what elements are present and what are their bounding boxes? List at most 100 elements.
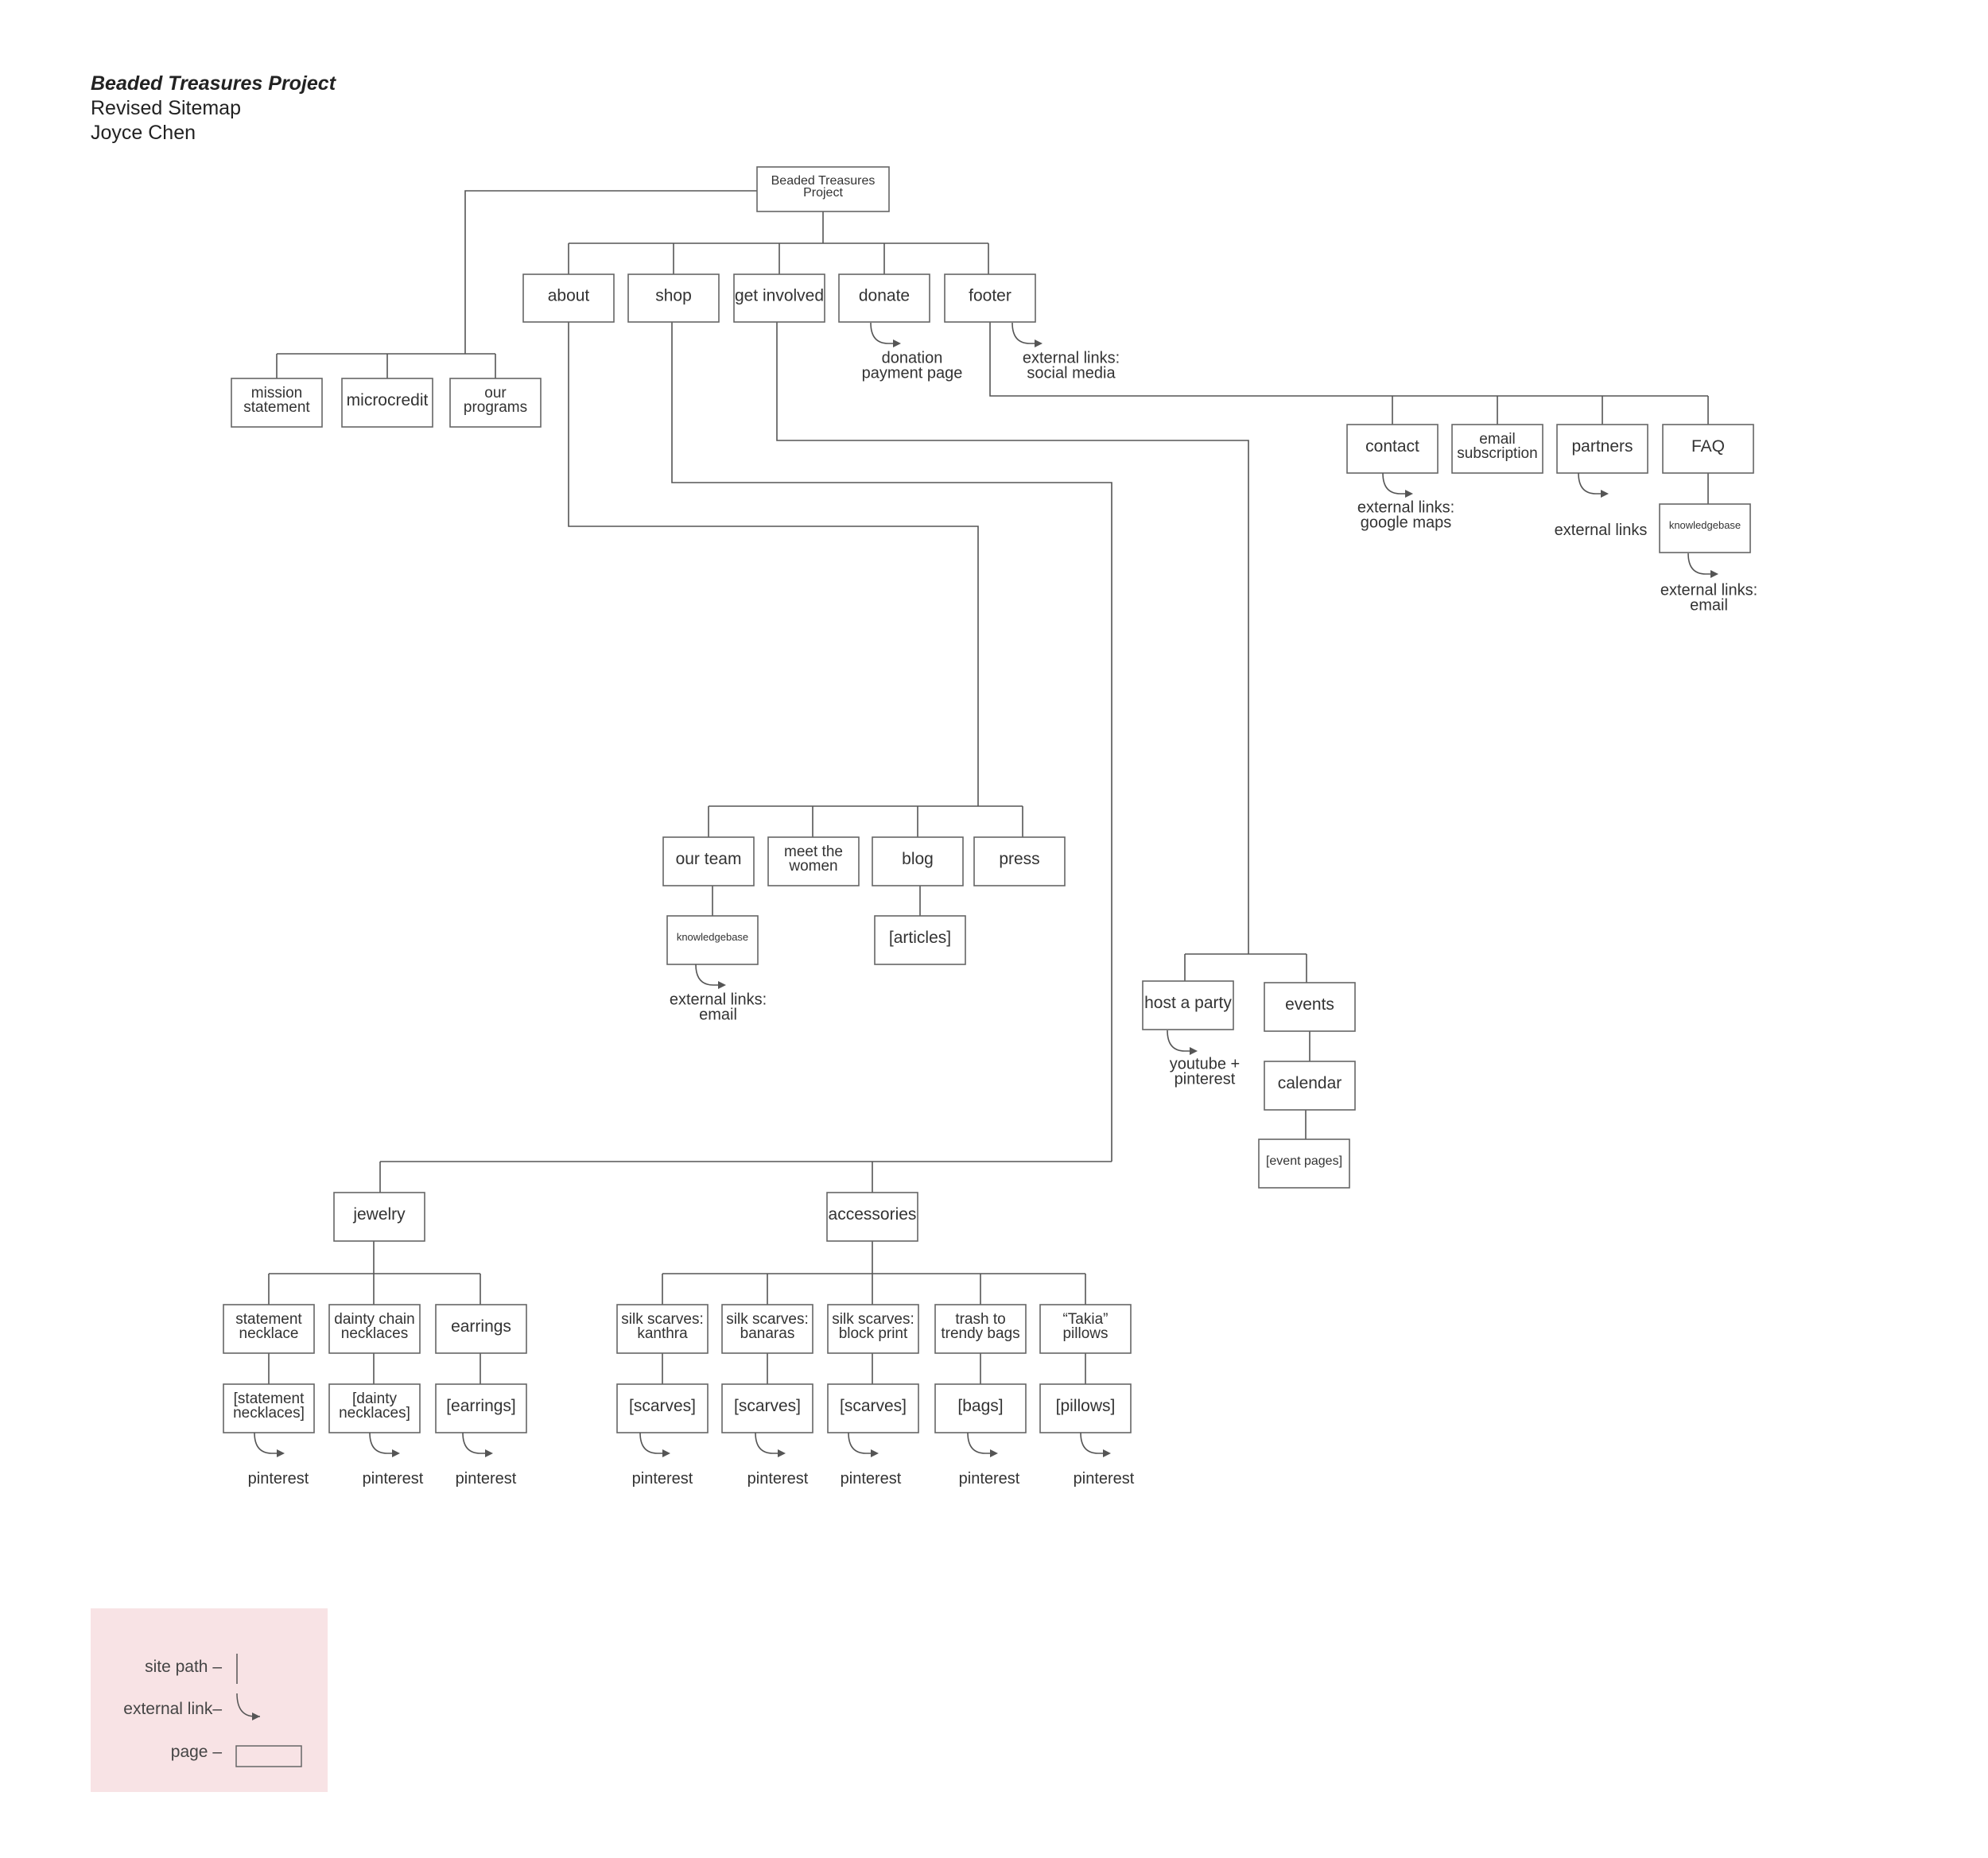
page-label-line: [dainty bbox=[352, 1391, 397, 1407]
page-label-line: Project bbox=[803, 186, 843, 200]
page-node-silk-kanthra: silk scarves:kanthra bbox=[616, 1304, 709, 1354]
page-label-line: events bbox=[1285, 995, 1334, 1014]
external-link-contact: external links:google maps bbox=[1357, 472, 1454, 532]
page-node-pillows-list: [pillows] bbox=[1039, 1383, 1132, 1433]
page-node-faq-kb: knowledgebase bbox=[1659, 503, 1751, 553]
page-label-line: women bbox=[788, 858, 837, 875]
page-box bbox=[328, 1304, 421, 1354]
page-box bbox=[333, 1192, 425, 1242]
page-label-line: donate bbox=[859, 286, 910, 304]
page-box bbox=[1039, 1304, 1132, 1354]
page-box bbox=[666, 915, 759, 965]
page-box bbox=[721, 1383, 813, 1433]
page-label-line: subscription bbox=[1457, 445, 1537, 462]
page-box bbox=[874, 915, 966, 965]
external-link-label: youtube +pinterest bbox=[1170, 1056, 1240, 1088]
external-link-arrow bbox=[1080, 1432, 1105, 1454]
page-box bbox=[328, 1383, 421, 1433]
page-label-line: kanthra bbox=[637, 1325, 688, 1342]
page-label: [scarves] bbox=[840, 1397, 907, 1415]
page-box bbox=[223, 1383, 315, 1433]
external-link-label: pinterest bbox=[248, 1470, 309, 1488]
page-box bbox=[733, 273, 825, 323]
external-link-partners: external links bbox=[1555, 472, 1647, 539]
page-box bbox=[627, 273, 720, 323]
page-label: footer bbox=[969, 286, 1011, 304]
page-node-silk-block: silk scarves:block print bbox=[827, 1304, 919, 1354]
page-label-line: email bbox=[1479, 431, 1515, 448]
page-label: partners bbox=[1571, 437, 1633, 456]
page-label-line: trendy bags bbox=[941, 1325, 1019, 1342]
external-link-label-line: email bbox=[699, 1007, 737, 1024]
page-label: calendar bbox=[1278, 1074, 1342, 1092]
page-box bbox=[1556, 424, 1648, 474]
page-label: silk scarves:block print bbox=[832, 1311, 914, 1342]
page-label-line: [event pages] bbox=[1266, 1154, 1342, 1168]
site-path-connectors bbox=[268, 190, 1709, 1384]
page-node-faq: FAQ bbox=[1662, 424, 1754, 474]
external-link-banaras-list: pinterest bbox=[747, 1432, 809, 1488]
arrowhead-icon bbox=[277, 1449, 285, 1457]
page-label: knowledgebase bbox=[677, 931, 748, 943]
page-label: donate bbox=[859, 286, 910, 304]
external-link-label-line: external links: bbox=[1357, 499, 1454, 517]
page-label: [scarves] bbox=[629, 1397, 696, 1415]
page-label-line: host a party bbox=[1144, 994, 1232, 1012]
external-link-label-line: social media bbox=[1027, 365, 1116, 382]
external-link-label-line: external links: bbox=[1660, 582, 1757, 599]
page-node-host-party: host a party bbox=[1142, 980, 1234, 1030]
arrowhead-icon bbox=[1190, 1047, 1198, 1055]
arrowhead-icon bbox=[1710, 570, 1718, 578]
page-box bbox=[1258, 1138, 1350, 1189]
page-box bbox=[662, 836, 755, 886]
author-name: Joyce Chen bbox=[91, 122, 196, 144]
external-link-label-line: pinterest bbox=[841, 1470, 902, 1488]
legend-arrowhead bbox=[252, 1713, 260, 1720]
external-link-label-line: external links: bbox=[670, 991, 767, 1009]
page-label: host a party bbox=[1144, 994, 1232, 1012]
page-node-accessories: accessories bbox=[826, 1192, 918, 1242]
page-node-takia: “Takia”pillows bbox=[1039, 1304, 1132, 1354]
external-link-arrow bbox=[695, 964, 720, 986]
external-link-label-line: pinterest bbox=[248, 1470, 309, 1488]
page-label: [event pages] bbox=[1266, 1154, 1342, 1168]
page-label: [bags] bbox=[957, 1397, 1003, 1415]
page-label: accessories bbox=[829, 1205, 917, 1224]
page-label-line: earrings bbox=[451, 1317, 511, 1336]
site-path-line bbox=[568, 322, 979, 806]
page-label-line: pillows bbox=[1062, 1325, 1108, 1342]
page-box bbox=[1662, 424, 1754, 474]
page-node-press: press bbox=[973, 836, 1066, 886]
page-label: jewelry bbox=[352, 1205, 406, 1224]
page-node-silk-banaras: silk scarves:banaras bbox=[721, 1304, 813, 1354]
page-label: microcredit bbox=[347, 391, 429, 409]
page-label-line: mission bbox=[251, 385, 302, 401]
page-box bbox=[231, 378, 323, 428]
legend-box: site path – external link– page – bbox=[91, 1608, 328, 1792]
site-path-line bbox=[671, 322, 1112, 1162]
page-box bbox=[616, 1383, 709, 1433]
page-label-line: calendar bbox=[1278, 1074, 1342, 1092]
page-label-line: our team bbox=[676, 850, 742, 868]
external-link-label: pinterest bbox=[841, 1470, 902, 1488]
page-label-line: microcredit bbox=[347, 391, 429, 409]
external-link-arrow bbox=[1687, 553, 1712, 575]
arrowhead-icon bbox=[485, 1449, 493, 1457]
arrowhead-icon bbox=[392, 1449, 400, 1457]
external-link-label-line: pinterest bbox=[456, 1470, 517, 1488]
page-node-about: about bbox=[522, 273, 615, 323]
external-link-arrow bbox=[1167, 1030, 1191, 1052]
page-box bbox=[827, 1304, 919, 1354]
sitemap-subtitle: Revised Sitemap bbox=[91, 97, 241, 119]
page-box bbox=[435, 1304, 527, 1354]
